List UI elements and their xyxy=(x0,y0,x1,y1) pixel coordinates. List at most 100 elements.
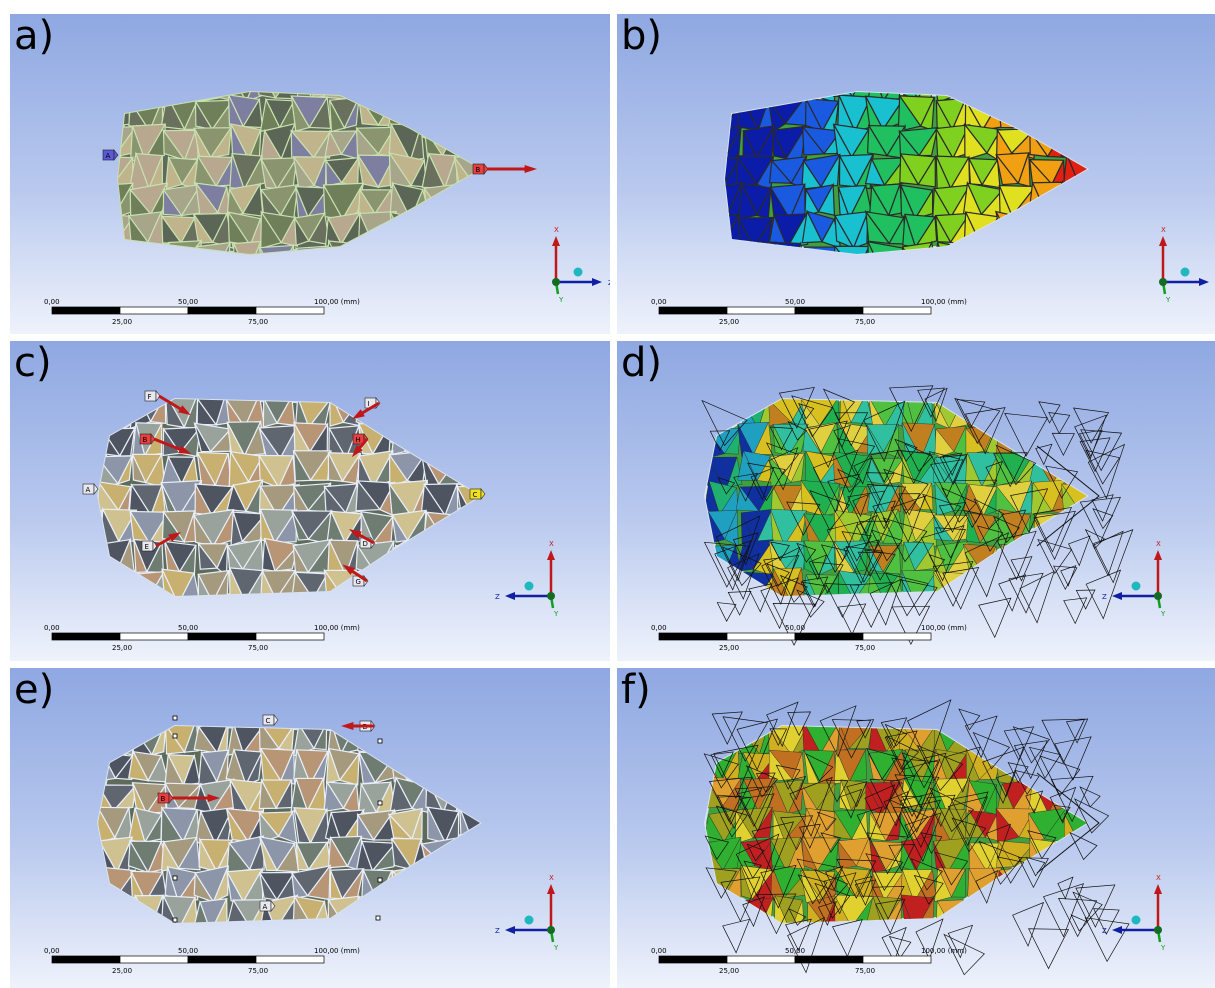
truss-model xyxy=(723,90,1090,256)
load-tag-i[interactable]: I xyxy=(352,397,381,420)
scale-tick-label: 25,00 xyxy=(112,967,132,975)
support-marker xyxy=(172,715,178,721)
scale-tick-label: 50,00 xyxy=(785,947,805,955)
axis-triad: X Z Y xyxy=(1102,874,1166,952)
svg-text:D: D xyxy=(363,540,368,548)
svg-text:Y: Y xyxy=(558,296,564,304)
scale-tick-label: 50,00 xyxy=(178,624,198,632)
support-marker xyxy=(377,877,383,883)
svg-text:Y: Y xyxy=(1160,610,1166,618)
scale-tick-label: 0,00 xyxy=(44,624,60,632)
svg-text:Y: Y xyxy=(553,610,559,618)
svg-text:X: X xyxy=(554,226,559,234)
scale-tick-label: 50,00 xyxy=(785,298,805,306)
load-tag-b[interactable]: B xyxy=(472,163,537,175)
panel-label: f) xyxy=(621,668,651,713)
load-tag-d[interactable]: D xyxy=(349,529,376,549)
scale-tick-label: 75,00 xyxy=(855,967,875,975)
scale-tick-label: 0,00 xyxy=(44,947,60,955)
support-marker xyxy=(377,800,383,806)
truss-model xyxy=(96,724,482,925)
scale-tick-label: 75,00 xyxy=(248,318,268,326)
scale-tick-label: 100,00 (mm) xyxy=(921,624,967,632)
scale-tick-label: 25,00 xyxy=(112,318,132,326)
panel-label: a) xyxy=(14,14,55,59)
svg-text:Z: Z xyxy=(495,593,500,601)
load-tag-h[interactable]: H xyxy=(351,433,369,458)
svg-text:Y: Y xyxy=(1160,944,1166,952)
svg-text:A: A xyxy=(263,903,268,911)
axis-triad: X Z Y xyxy=(1102,540,1166,618)
svg-text:I: I xyxy=(368,400,370,408)
load-tag-a[interactable]: A xyxy=(102,149,119,161)
wireframe-overlay xyxy=(701,385,1134,646)
load-tag-c[interactable]: C xyxy=(262,714,279,726)
load-tag-c[interactable]: C xyxy=(469,488,486,500)
svg-text:H: H xyxy=(356,436,361,444)
wireframe-overlay xyxy=(703,699,1130,976)
support-marker xyxy=(172,733,178,739)
svg-text:B: B xyxy=(476,166,481,174)
svg-text:F: F xyxy=(148,393,152,401)
svg-text:C: C xyxy=(473,491,478,499)
scale-tick-label: 75,00 xyxy=(248,967,268,975)
scale-tick-label: 25,00 xyxy=(112,644,132,652)
load-tag-e[interactable]: E xyxy=(141,532,181,552)
scale-tick-label: 100,00 (mm) xyxy=(314,624,360,632)
load-tag-b[interactable]: B xyxy=(139,433,192,454)
support-marker xyxy=(377,738,383,744)
truss-model xyxy=(701,385,1134,646)
svg-text:X: X xyxy=(1156,874,1161,882)
load-tag-b[interactable]: B xyxy=(157,792,220,804)
scale-tick-label: 50,00 xyxy=(785,624,805,632)
scale-tick-label: 75,00 xyxy=(855,644,875,652)
support-marker xyxy=(172,917,178,923)
svg-text:X: X xyxy=(549,540,554,548)
svg-text:X: X xyxy=(549,874,554,882)
load-tag-a[interactable]: A xyxy=(259,900,276,912)
panel-label: d) xyxy=(621,341,662,386)
svg-text:B: B xyxy=(143,436,148,444)
load-tag-d[interactable]: D xyxy=(341,720,376,732)
scale-tick-label: 100,00 (mm) xyxy=(314,298,360,306)
scale-tick-label: 25,00 xyxy=(719,644,739,652)
scale-bar: 0,00 50,00 100,00 (mm) 25,00 75,00 xyxy=(651,947,967,975)
load-tag-f[interactable]: F xyxy=(144,390,191,416)
svg-text:Z: Z xyxy=(1102,927,1107,935)
svg-text:Z: Z xyxy=(1102,593,1107,601)
svg-text:A: A xyxy=(86,486,91,494)
panel-label: b) xyxy=(621,14,662,59)
load-tag-g[interactable]: G xyxy=(342,564,369,587)
panel-label: e) xyxy=(14,668,55,713)
scale-tick-label: 75,00 xyxy=(248,644,268,652)
scale-tick-label: 100,00 (mm) xyxy=(921,947,967,955)
panel-label: c) xyxy=(14,341,52,386)
svg-text:Y: Y xyxy=(553,944,559,952)
axis-triad: X Z Y xyxy=(495,874,559,952)
scale-tick-label: 25,00 xyxy=(719,967,739,975)
viewport-f[interactable]: 0,00 50,00 100,00 (mm) 25,00 75,00 X Z Y xyxy=(617,668,1215,988)
truss-model xyxy=(96,397,482,598)
svg-text:A: A xyxy=(106,152,111,160)
scale-tick-label: 25,00 xyxy=(719,318,739,326)
scale-tick-label: 100,00 (mm) xyxy=(314,947,360,955)
scale-tick-label: 0,00 xyxy=(651,947,667,955)
scale-tick-label: 50,00 xyxy=(178,298,198,306)
scale-tick-label: 100,00 (mm) xyxy=(921,298,967,306)
load-tag-a[interactable]: A xyxy=(82,483,99,495)
axis-triad: XZY xyxy=(1159,226,1209,304)
svg-text:X: X xyxy=(1156,540,1161,548)
svg-text:Z: Z xyxy=(495,927,500,935)
scale-bar: 0,00 50,00 100,00 (mm) 25,00 75,00 xyxy=(44,624,360,652)
truss-model xyxy=(116,90,483,256)
viewport-c[interactable]: A B C D E F G H I 0,00 50,00 100,00 (mm) 25,00 75,00 X… xyxy=(10,341,610,661)
